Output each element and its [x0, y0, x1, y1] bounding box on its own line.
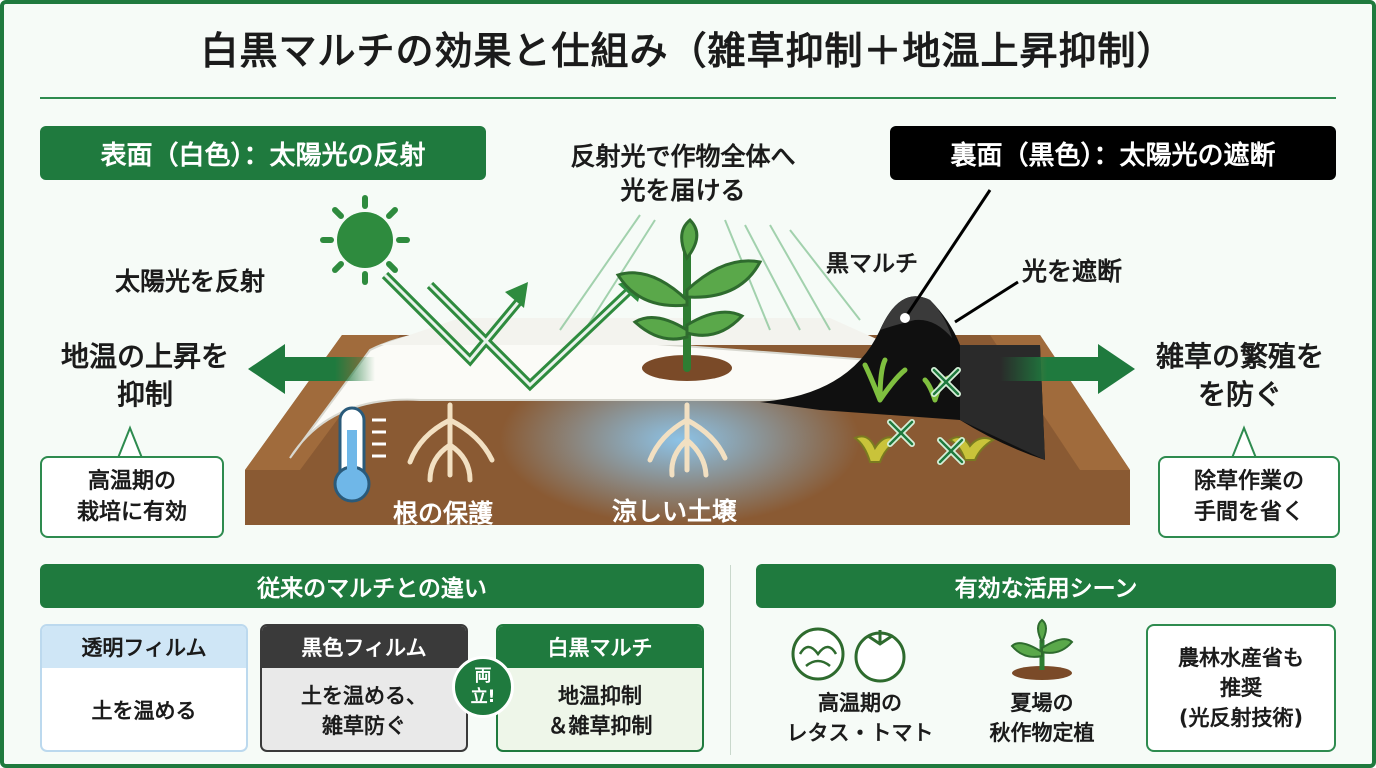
block-light-label: 光を遮断	[1022, 257, 1123, 286]
cool-soil-label: 涼しい土壌	[612, 497, 738, 526]
black-film-card: 黒色フィルム 土を温める、 雑草防ぐ	[260, 624, 468, 752]
tomato-icon	[854, 630, 906, 683]
root-protection-label: 根の保護	[393, 499, 494, 528]
white-black-mulch-card: 白黒マルチ 地温抑制 ＆雑草抑制	[496, 624, 704, 752]
left-callout-line2: 栽培に有効	[76, 500, 187, 525]
right-effect-line1: 雑草の繁殖を	[1155, 340, 1324, 373]
black-mulch-pointer	[903, 189, 992, 319]
thermometer-icon	[333, 406, 386, 503]
lettuce-icon	[791, 627, 845, 681]
black-film-title: 黒色フィルム	[262, 626, 466, 668]
center-roots	[647, 402, 728, 478]
clear-film-card: 透明フィルム 土を温める	[40, 624, 248, 752]
scene-lettuce-tomato: 高温期の レタス・トマト	[786, 691, 934, 745]
crop-plant-icon	[615, 217, 763, 381]
right-callout-line1: 除草作業の	[1193, 469, 1304, 494]
maff-endorsement-card: 農林水産省も 推奨 (光反射技術)	[1146, 624, 1336, 752]
center-caption: 反射光で作物全体へ 光を届ける	[548, 140, 818, 208]
scene-autumn-planting: 夏場の 秋作物定植	[989, 691, 1095, 745]
right-effect-label: 雑草の繁殖を を防ぐ	[1140, 338, 1340, 414]
left-callout: 高温期の 栽培に有効	[40, 456, 224, 538]
center-caption-line1: 反射光で作物全体へ	[570, 142, 796, 171]
white-mulch-top	[380, 318, 890, 345]
left-effect-arrow	[248, 344, 375, 394]
left-effect-label: 地温の上昇を 抑制	[40, 338, 250, 414]
right-effect-line2: を防ぐ	[1197, 378, 1282, 411]
black-surface-header: 裏面（黒色）：太陽光の遮断	[890, 126, 1336, 180]
black-mulch-label: 黒マルチ	[826, 251, 918, 277]
title-divider	[40, 97, 1336, 99]
left-effect-line2: 抑制	[116, 378, 173, 411]
seedling-icon	[1010, 618, 1074, 680]
clear-film-desc: 土を温める	[91, 699, 197, 723]
right-effect-arrow	[1000, 344, 1135, 394]
reflect-sunlight-label: 太陽光を反射	[115, 267, 266, 296]
right-callout: 除草作業の 手間を省く	[1158, 456, 1340, 538]
white-black-mulch-title: 白黒マルチ	[498, 626, 702, 668]
page-title: 白黒マルチの効果と仕組み（雑草抑制＋地温上昇抑制）	[200, 29, 1176, 73]
sun-icon	[320, 195, 410, 285]
left-callout-line1: 高温期の	[87, 469, 176, 494]
block-light-pointer	[954, 280, 1019, 324]
left-roots	[407, 402, 495, 483]
both-achieved-badge: 両 立!	[452, 656, 514, 718]
comparison-header: 従来のマルチとの違い	[40, 564, 704, 608]
black-film-desc: 土を温める、 雑草防ぐ	[301, 684, 427, 738]
center-caption-line2: 光を届ける	[620, 176, 746, 205]
clear-film-title: 透明フィルム	[42, 626, 246, 668]
right-callout-line2: 手間を省く	[1193, 500, 1304, 525]
scenes-header: 有効な活用シーン	[756, 564, 1336, 608]
white-black-mulch-desc: 地温抑制 ＆雑草抑制	[547, 684, 653, 738]
left-effect-line1: 地温の上昇を	[60, 340, 229, 373]
white-surface-header: 表面（白色）：太陽光の反射	[40, 126, 486, 180]
section-divider	[730, 565, 731, 755]
